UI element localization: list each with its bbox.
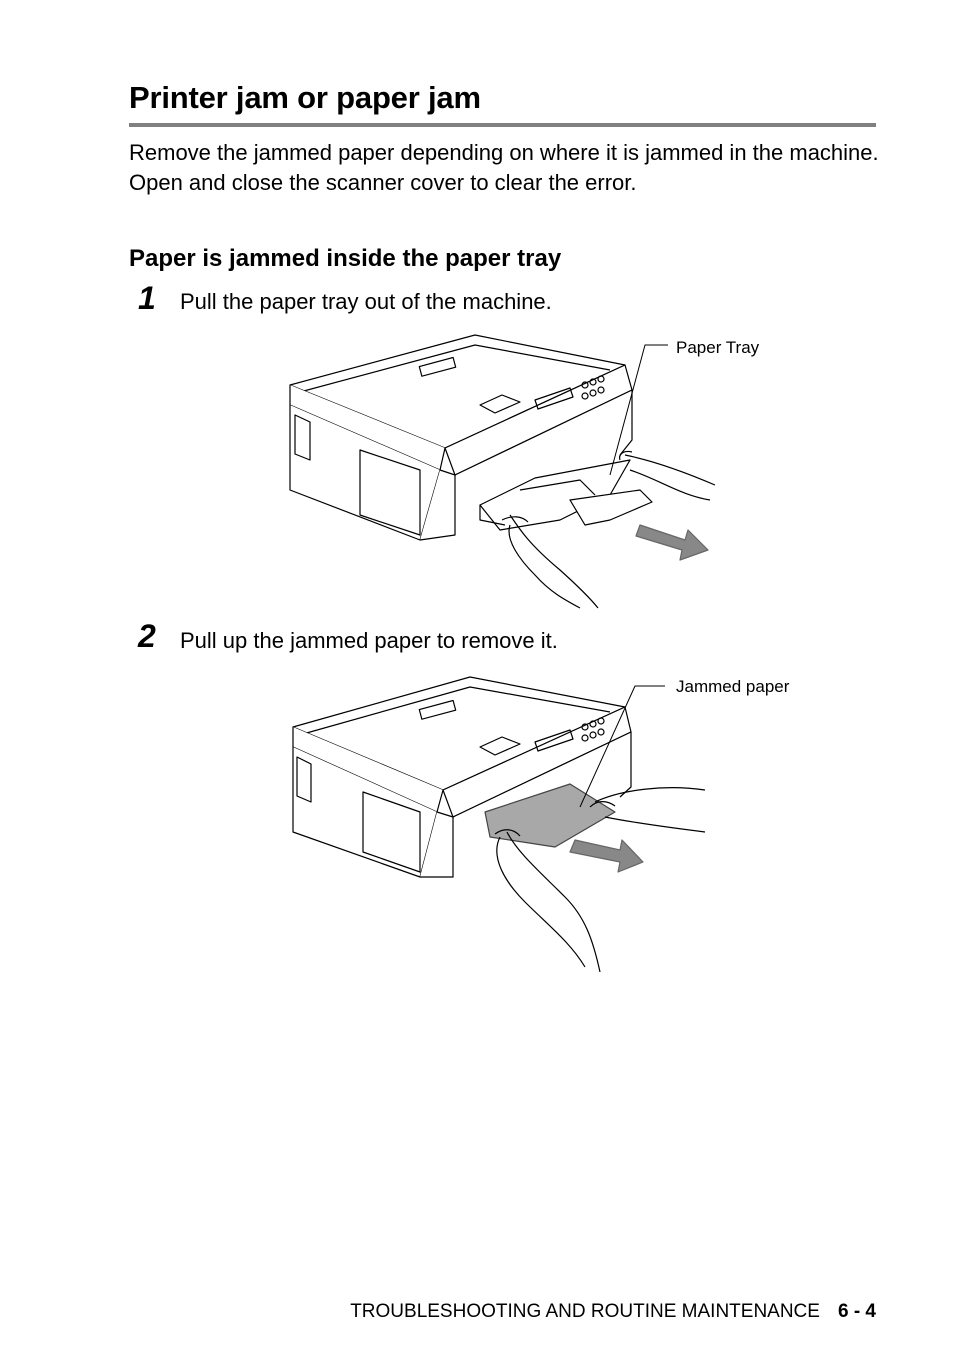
section-title: Paper is jammed inside the paper tray [129,245,562,272]
callout-paper-tray: Paper Tray [676,338,760,357]
title-divider [129,123,876,127]
footer-page-number: 6 - 4 [837,1301,876,1322]
intro-paragraph: Remove the jammed paper depending on whe… [129,140,879,195]
illustration-pull-paper-tray [280,330,730,610]
page-title: Printer jam or paper jam [129,80,481,115]
footer-chapter: TROUBLESHOOTING AND ROUTINE MAINTENANCE [350,1301,820,1322]
step-2-number: 2 [138,618,156,654]
step-2-text: Pull up the jammed paper to remove it. [180,628,558,653]
callout-jammed-paper: Jammed paper [676,677,790,696]
illustration-pull-jammed-paper [285,672,725,977]
step-1-text: Pull the paper tray out of the machine. [180,289,552,314]
page-footer: TROUBLESHOOTING AND ROUTINE MAINTENANCE 6… [350,1301,876,1323]
step-1-number: 1 [138,280,156,316]
